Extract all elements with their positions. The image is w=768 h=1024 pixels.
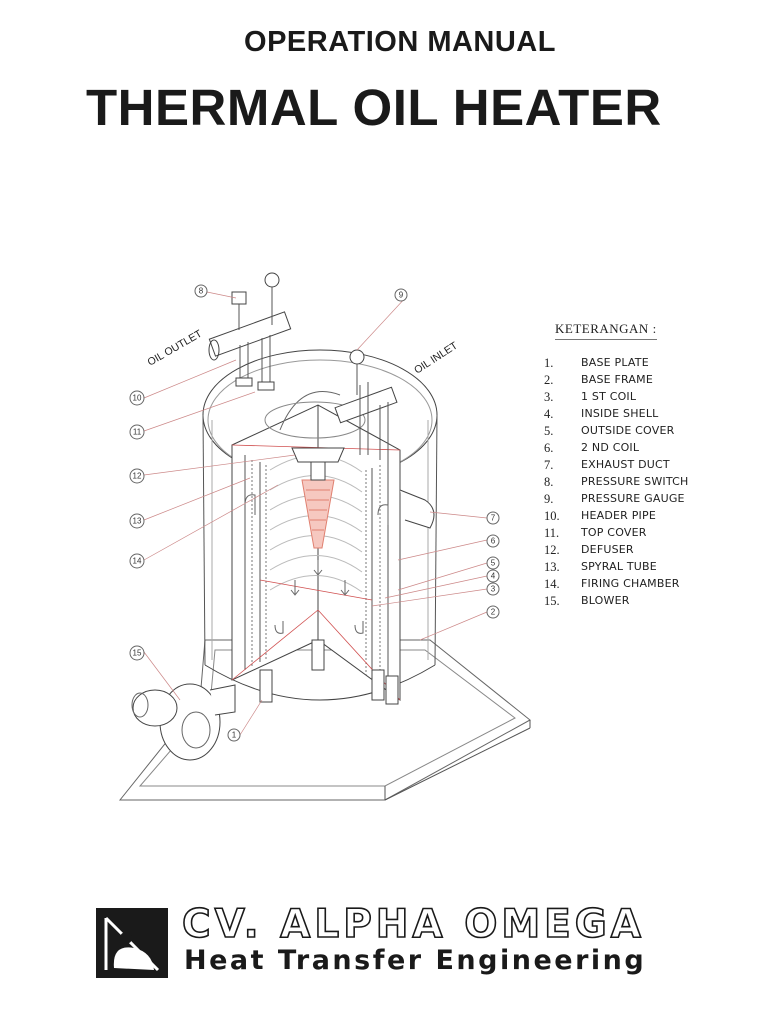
callout-1: 1 <box>232 731 237 740</box>
callout-8: 8 <box>199 287 204 296</box>
callout-circle-15 <box>129 645 145 661</box>
callout-circle-14 <box>129 553 145 569</box>
callout-circle-6 <box>486 534 500 548</box>
company-footer: CV. ALPHA OMEGA Heat Transfer Engineerin… <box>96 901 736 978</box>
legend-item: 4. INSIDE SHELL <box>544 407 754 424</box>
legend-item-label: INSIDE SHELL <box>581 407 659 420</box>
legend-item: 12. DEFUSER <box>544 543 754 560</box>
legend-item-number: 15. <box>544 594 560 608</box>
legend-item: 10. HEADER PIPE <box>544 509 754 526</box>
callout-3: 3 <box>491 585 496 594</box>
callout-10: 10 <box>133 394 142 403</box>
document-title: THERMAL OIL HEATER <box>86 79 662 136</box>
callout-circle-10 <box>129 390 145 406</box>
header-pipe-outlet <box>208 311 292 391</box>
callout-14: 14 <box>133 557 142 566</box>
exhaust-duct <box>399 489 435 529</box>
callout-circle-7 <box>486 511 500 525</box>
alpha-omega-logo-icon <box>96 908 168 978</box>
company-tagline: Heat Transfer Engineering <box>184 945 647 976</box>
callout-7: 7 <box>491 514 496 523</box>
legend-item-label: 1 ST COIL <box>581 390 637 403</box>
legend-item-label: BASE FRAME <box>581 373 653 386</box>
legend-item-label: SPYRAL TUBE <box>581 560 657 573</box>
legend-item-label: BLOWER <box>581 594 630 607</box>
callout-4: 4 <box>491 572 496 581</box>
legend-item: 6. 2 ND COIL <box>544 441 754 458</box>
callout-5: 5 <box>491 559 496 568</box>
legend-list: 1. BASE PLATE 2. BASE FRAME 3. 1 ST COIL 4.… <box>544 356 754 611</box>
oil-outlet-label: OIL OUTLET <box>146 327 205 368</box>
callout-15: 15 <box>133 649 142 658</box>
legend-item-number: 9. <box>544 492 554 506</box>
callout-circle-1 <box>227 728 241 742</box>
pressure-gauge-inlet-icon <box>349 349 365 395</box>
legend-item: 2. BASE FRAME <box>544 373 754 390</box>
oil-inlet-label: OIL INLET <box>412 339 460 376</box>
legend-item-number: 1. <box>544 356 554 370</box>
legend-item-number: 2. <box>544 373 554 387</box>
legend-item-number: 14. <box>544 577 560 591</box>
legend-item: 5. OUTSIDE COVER <box>544 424 754 441</box>
legend-item-label: 2 ND COIL <box>581 441 640 454</box>
callout-9: 9 <box>399 291 404 300</box>
legend-item-label: EXHAUST DUCT <box>581 458 670 471</box>
callout-circle-9 <box>394 288 408 302</box>
blower <box>131 683 236 761</box>
legend-item-number: 13. <box>544 560 560 574</box>
cutaway-section <box>231 404 401 701</box>
legend-item-label: OUTSIDE COVER <box>581 424 675 437</box>
callout-circle-3 <box>486 582 500 596</box>
callout-circle-5 <box>486 556 500 570</box>
legend-item-label: PRESSURE GAUGE <box>581 492 685 505</box>
pressure-gauge-outlet-icon <box>264 272 280 325</box>
legend-item-number: 6. <box>544 441 554 455</box>
legend-item-number: 3. <box>544 390 554 404</box>
callout-6: 6 <box>491 537 496 546</box>
legend-item-label: PRESSURE SWITCH <box>581 475 689 488</box>
legend-item: 13. SPYRAL TUBE <box>544 560 754 577</box>
legend-item-number: 7. <box>544 458 554 472</box>
document-subtitle: OPERATION MANUAL <box>244 26 556 58</box>
legend-item-number: 8. <box>544 475 554 489</box>
callout-circle-13 <box>129 513 145 529</box>
support-legs <box>259 639 399 705</box>
callout-2: 2 <box>491 608 496 617</box>
legend-panel: KETERANGAN : 1. BASE PLATE 2. BASE FRAME 3… <box>544 320 754 611</box>
pressure-switch-icon <box>231 291 247 330</box>
callout-circle-12 <box>129 468 145 484</box>
legend-item-number: 4. <box>544 407 554 421</box>
callout-circle-2 <box>486 605 500 619</box>
legend-item: 8. PRESSURE SWITCH <box>544 475 754 492</box>
legend-item: 7. EXHAUST DUCT <box>544 458 754 475</box>
callout-11: 11 <box>133 428 142 437</box>
legend-item-label: FIRING CHAMBER <box>581 577 680 590</box>
legend-item: 3. 1 ST COIL <box>544 390 754 407</box>
legend-item-number: 10. <box>544 509 560 523</box>
callout-circle-11 <box>129 424 145 440</box>
header-pipe-inlet <box>334 382 398 460</box>
legend-item-number: 12. <box>544 543 560 557</box>
legend-item: 1. BASE PLATE <box>544 356 754 373</box>
legend-item-label: BASE PLATE <box>581 356 649 369</box>
callout-circle-8 <box>194 284 208 298</box>
company-name: CV. ALPHA OMEGA <box>181 901 645 948</box>
legend-title: KETERANGAN : <box>555 321 657 340</box>
callout-13: 13 <box>133 517 142 526</box>
legend-item-label: DEFUSER <box>581 543 634 556</box>
callout-12: 12 <box>133 472 142 481</box>
legend-item-number: 11. <box>544 526 560 540</box>
callout-circle-4 <box>486 569 500 583</box>
legend-item: 11. TOP COVER <box>544 526 754 543</box>
legend-item: 9. PRESSURE GAUGE <box>544 492 754 509</box>
legend-item-number: 5. <box>544 424 554 438</box>
legend-item-label: HEADER PIPE <box>581 509 656 522</box>
legend-item: 14. FIRING CHAMBER <box>544 577 754 594</box>
top-cover <box>264 391 366 439</box>
legend-item: 15. BLOWER <box>544 594 754 611</box>
legend-item-label: TOP COVER <box>581 526 647 539</box>
